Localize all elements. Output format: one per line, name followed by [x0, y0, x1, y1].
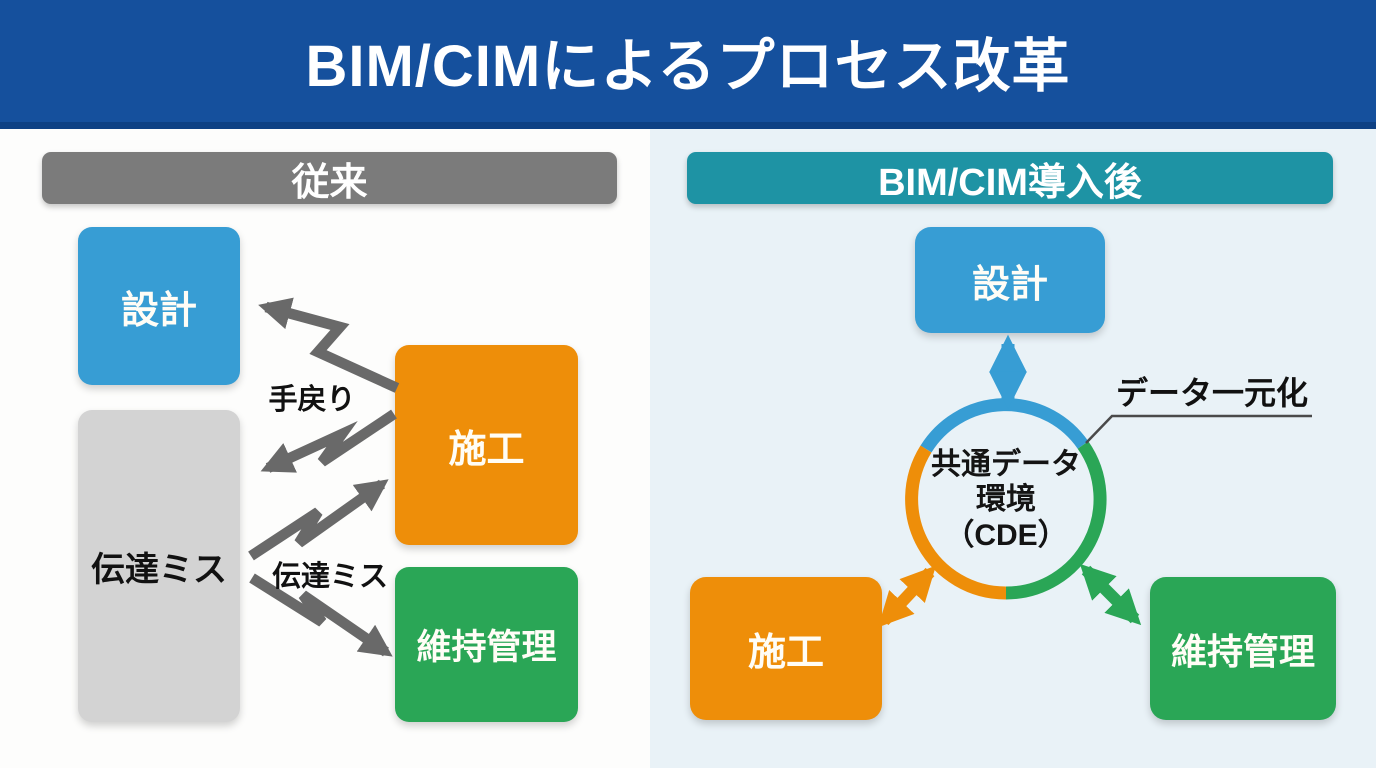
left-design-label: 設計 — [120, 289, 197, 332]
left-design-box: 設計 — [78, 227, 240, 385]
title-banner: BIM/CIMによるプロセス改革 — [0, 0, 1376, 129]
right-construction-label: 施工 — [747, 632, 824, 674]
right-construction-box: 施工 — [690, 577, 882, 720]
bimcim-header-label: BIM/CIM導入後 — [878, 161, 1142, 204]
left-construction-label: 施工 — [448, 428, 525, 471]
rework-label: 手戻り — [268, 384, 356, 416]
cde-circle-label: 共通データ 環境 （CDE） — [896, 447, 1116, 553]
left-construction-box: 施工 — [395, 345, 578, 545]
data-unification-label: データ一元化 — [1115, 375, 1308, 411]
right-maintenance-box: 維持管理 — [1150, 577, 1336, 720]
slide-title: BIM/CIMによるプロセス改革 — [305, 34, 1071, 99]
right-design-label: 設計 — [971, 263, 1048, 306]
left-maintenance-label: 維持管理 — [416, 628, 557, 667]
conventional-header-label: 従来 — [291, 161, 368, 204]
transmission-error-label: 伝達ミス — [271, 561, 388, 593]
conventional-header: 従来 — [42, 152, 617, 204]
right-maintenance-label: 維持管理 — [1170, 630, 1315, 672]
left-transmission-error-box: 伝達ミス — [78, 410, 240, 722]
error-to-gray-zigzag-arrow-icon — [260, 409, 397, 473]
right-design-box: 設計 — [915, 227, 1105, 333]
gray-to-construction-zigzag-arrow-icon — [248, 479, 389, 561]
cde-line1: 共通データ — [931, 448, 1081, 481]
cde-line2: 環境 — [976, 483, 1036, 517]
bimcim-header: BIM/CIM導入後 — [687, 152, 1333, 204]
left-transmission-error-box-label: 伝達ミス — [91, 550, 227, 589]
left-maintenance-box: 維持管理 — [395, 567, 578, 722]
cde-line3: （CDE） — [944, 518, 1068, 552]
